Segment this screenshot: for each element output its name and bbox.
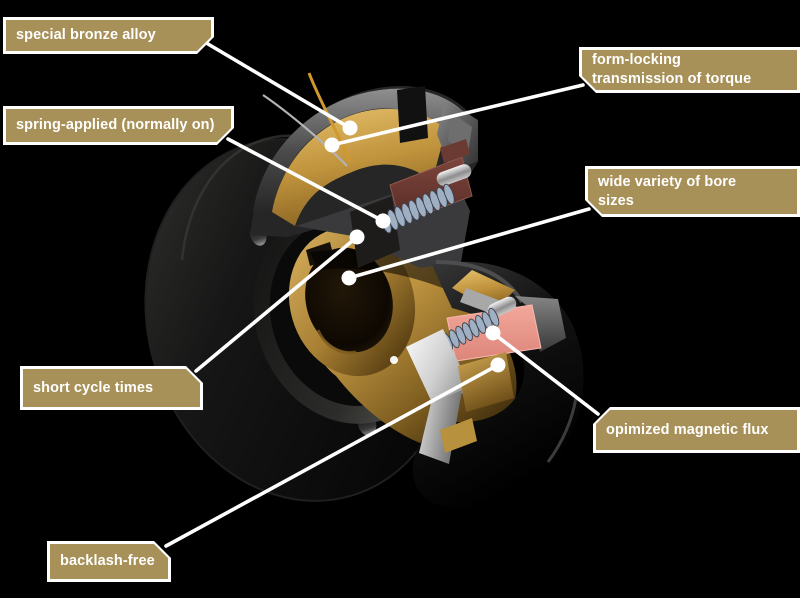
callout-box: spring-applied (normally on) bbox=[6, 109, 231, 142]
callout-box: backlash-free bbox=[50, 544, 168, 579]
leader-line-spring-applied bbox=[226, 137, 385, 223]
rotor-bottom-section bbox=[390, 260, 584, 509]
callout-form-locking: form-locking transmission of torque bbox=[579, 47, 800, 93]
housing-edge-highlight bbox=[435, 260, 524, 304]
guide-pin-top bbox=[436, 164, 472, 186]
callout-box: wide variety of bore sizes bbox=[588, 169, 797, 214]
callout-wide-variety-of-bores: wide variety of bore sizes bbox=[585, 166, 800, 217]
callout-label: special bronze alloy bbox=[16, 27, 156, 43]
leader-line-optimized-flux bbox=[491, 331, 600, 416]
keyway-slot bbox=[397, 86, 428, 143]
callout-dots bbox=[324, 120, 506, 373]
callout-short-cycle-times: short cycle times bbox=[20, 366, 203, 410]
callout-label: opimized magnetic flux bbox=[606, 421, 769, 438]
wire-gray bbox=[262, 94, 348, 167]
callout-dot-optimized-flux bbox=[485, 325, 501, 341]
callout-dot-short-cycle-times bbox=[349, 229, 365, 245]
leader-line-special-bronze-alloy bbox=[206, 42, 352, 130]
leader-line-form-locking bbox=[330, 83, 585, 147]
hub-bore bbox=[305, 247, 393, 353]
housing-lower-rim bbox=[546, 397, 578, 463]
callout-label: wide variety of bore sizes bbox=[598, 173, 737, 209]
callout-dot-spring-applied bbox=[375, 213, 391, 229]
coil-strip-top bbox=[440, 139, 470, 163]
callout-label: spring-applied (normally on) bbox=[16, 117, 215, 133]
leader-line-wide-variety bbox=[347, 207, 591, 280]
callout-label: backlash-free bbox=[60, 553, 155, 569]
callout-box: form-locking transmission of torque bbox=[582, 50, 797, 90]
callout-box: special bronze alloy bbox=[6, 20, 211, 51]
leader-line-backlash-free bbox=[164, 363, 500, 548]
leader-line-short-cycle-times bbox=[194, 235, 359, 373]
callout-backlash-free: backlash-free bbox=[47, 541, 171, 582]
gold-hub-block-small bbox=[440, 418, 477, 453]
callout-box: short cycle times bbox=[23, 369, 200, 407]
callout-box: opimized magnetic flux bbox=[596, 410, 797, 450]
callout-dot-backlash-free bbox=[490, 357, 506, 373]
callout-label: short cycle times bbox=[33, 379, 154, 396]
ring-outer-surface bbox=[253, 88, 472, 216]
callout-special-bronze-alloy: special bronze alloy bbox=[3, 17, 214, 54]
disc-rim-highlight bbox=[180, 134, 297, 261]
callout-spring-applied: spring-applied (normally on) bbox=[3, 106, 234, 145]
callout-dot-special-bronze-alloy bbox=[342, 120, 358, 136]
callout-optimized-magnetic-flux: opimized magnetic flux bbox=[593, 407, 800, 453]
callout-dot-form-locking bbox=[324, 137, 340, 153]
leader-lines bbox=[164, 42, 600, 548]
bore-rim-highlight bbox=[316, 329, 357, 355]
callout-label: form-locking transmission of torque bbox=[592, 52, 752, 87]
specular-highlight bbox=[390, 356, 398, 364]
coil-pocket-wall bbox=[515, 296, 566, 352]
callout-dot-wide-variety bbox=[341, 270, 357, 286]
